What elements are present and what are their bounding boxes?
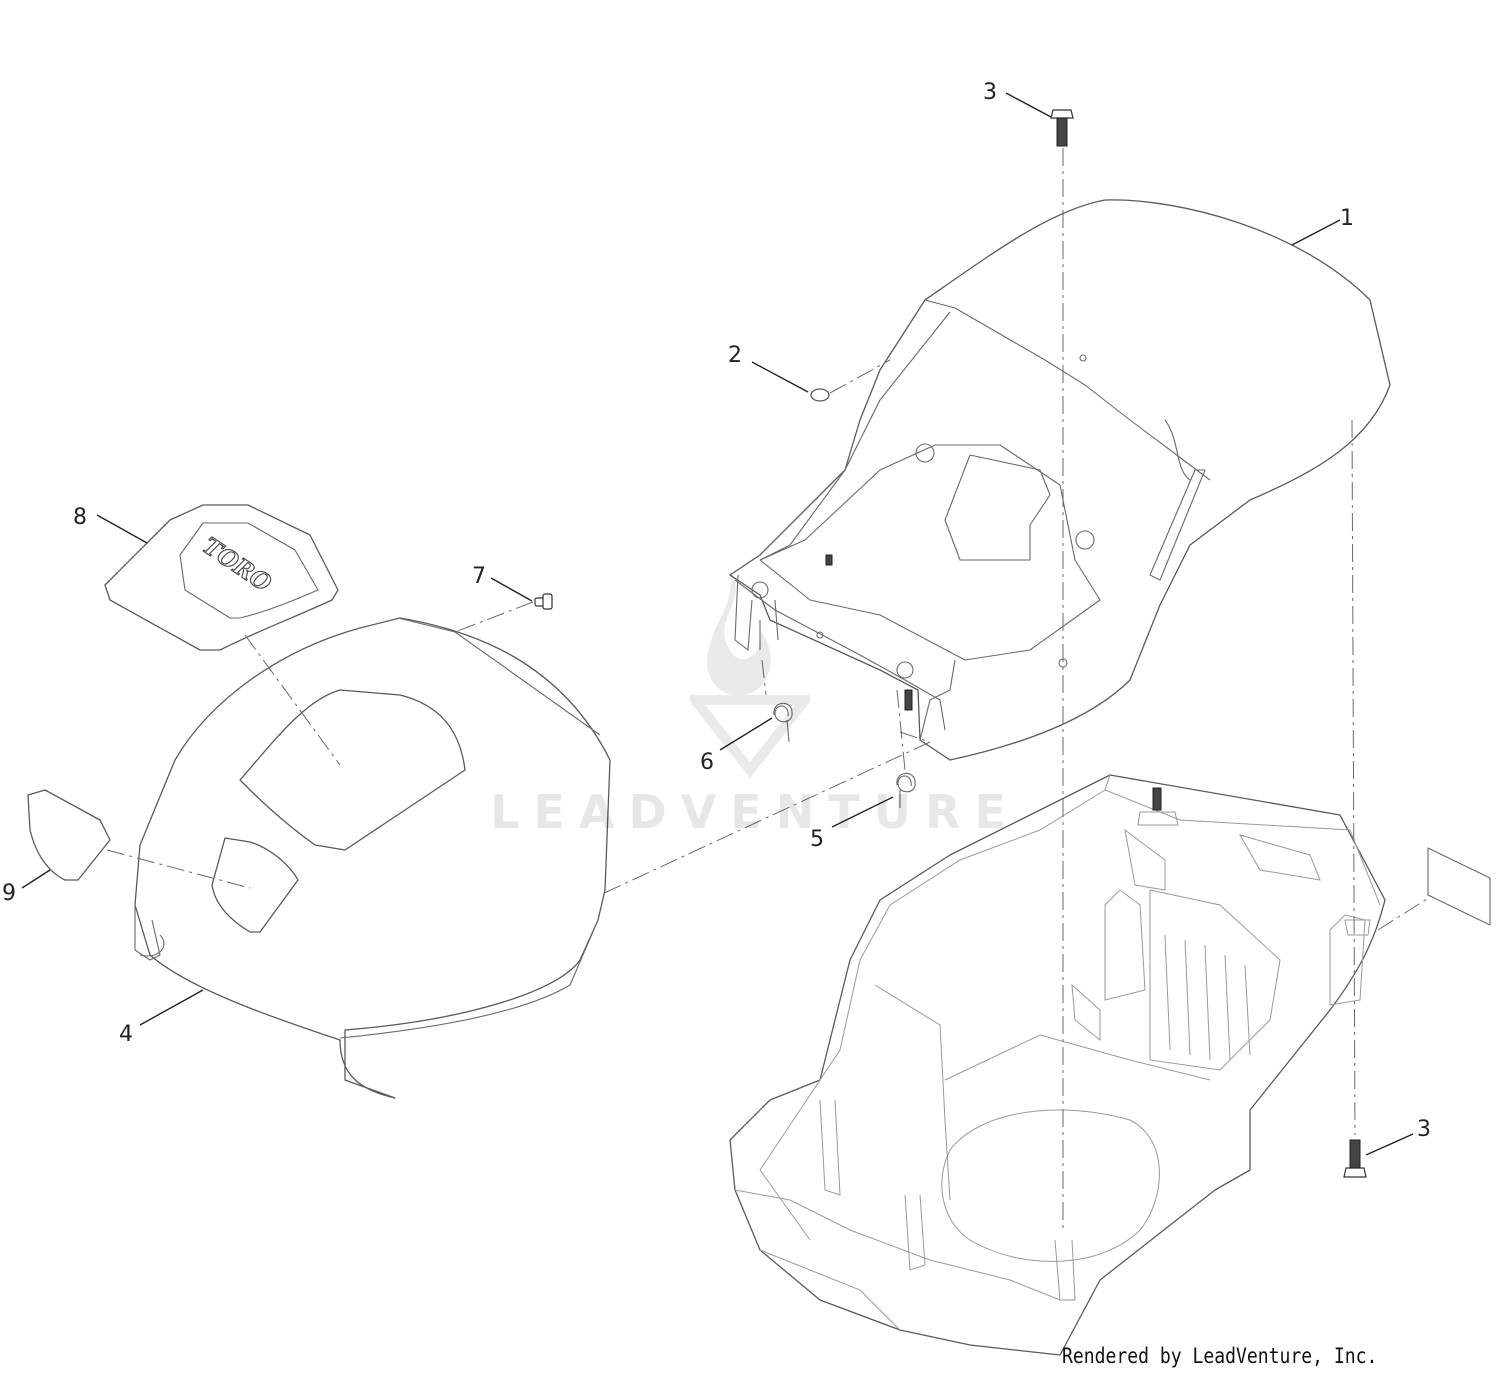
part-4-front-hood[interactable] [134, 617, 611, 1099]
part-3-screw-top[interactable] [1050, 109, 1074, 147]
callout-6: 6 [700, 750, 714, 775]
part-9-side-lens[interactable] [27, 789, 111, 881]
part-2-plug[interactable] [810, 388, 830, 402]
callout-labels: 1 2 3 3 4 5 6 7 8 9 [2, 80, 1431, 1142]
part-7-pin[interactable] [534, 593, 553, 610]
render-credit: Rendered by LeadVenture, Inc. [1062, 1344, 1378, 1368]
callout-5: 5 [810, 827, 824, 852]
part-1-upper-shell[interactable] [729, 199, 1391, 761]
rear-label-plate[interactable] [1427, 847, 1491, 926]
callout-leaders [21, 92, 1414, 1156]
lower-base-housing[interactable] [729, 774, 1386, 1356]
callout-3-top: 3 [983, 80, 997, 105]
assembly-dash-lines [106, 148, 1431, 1230]
part-3-screw-bottom[interactable] [1343, 1139, 1367, 1178]
part-6-spring[interactable] [773, 702, 793, 743]
callout-2: 2 [728, 343, 742, 368]
callout-9: 9 [2, 881, 16, 906]
callout-1: 1 [1340, 206, 1354, 231]
callout-3-bottom: 3 [1417, 1117, 1431, 1142]
part-8-toro-decal[interactable]: TORO [104, 504, 339, 651]
part-5-spring[interactable] [896, 772, 916, 808]
callout-4: 4 [119, 1022, 133, 1047]
callout-8: 8 [73, 505, 87, 530]
callout-7: 7 [472, 564, 486, 589]
